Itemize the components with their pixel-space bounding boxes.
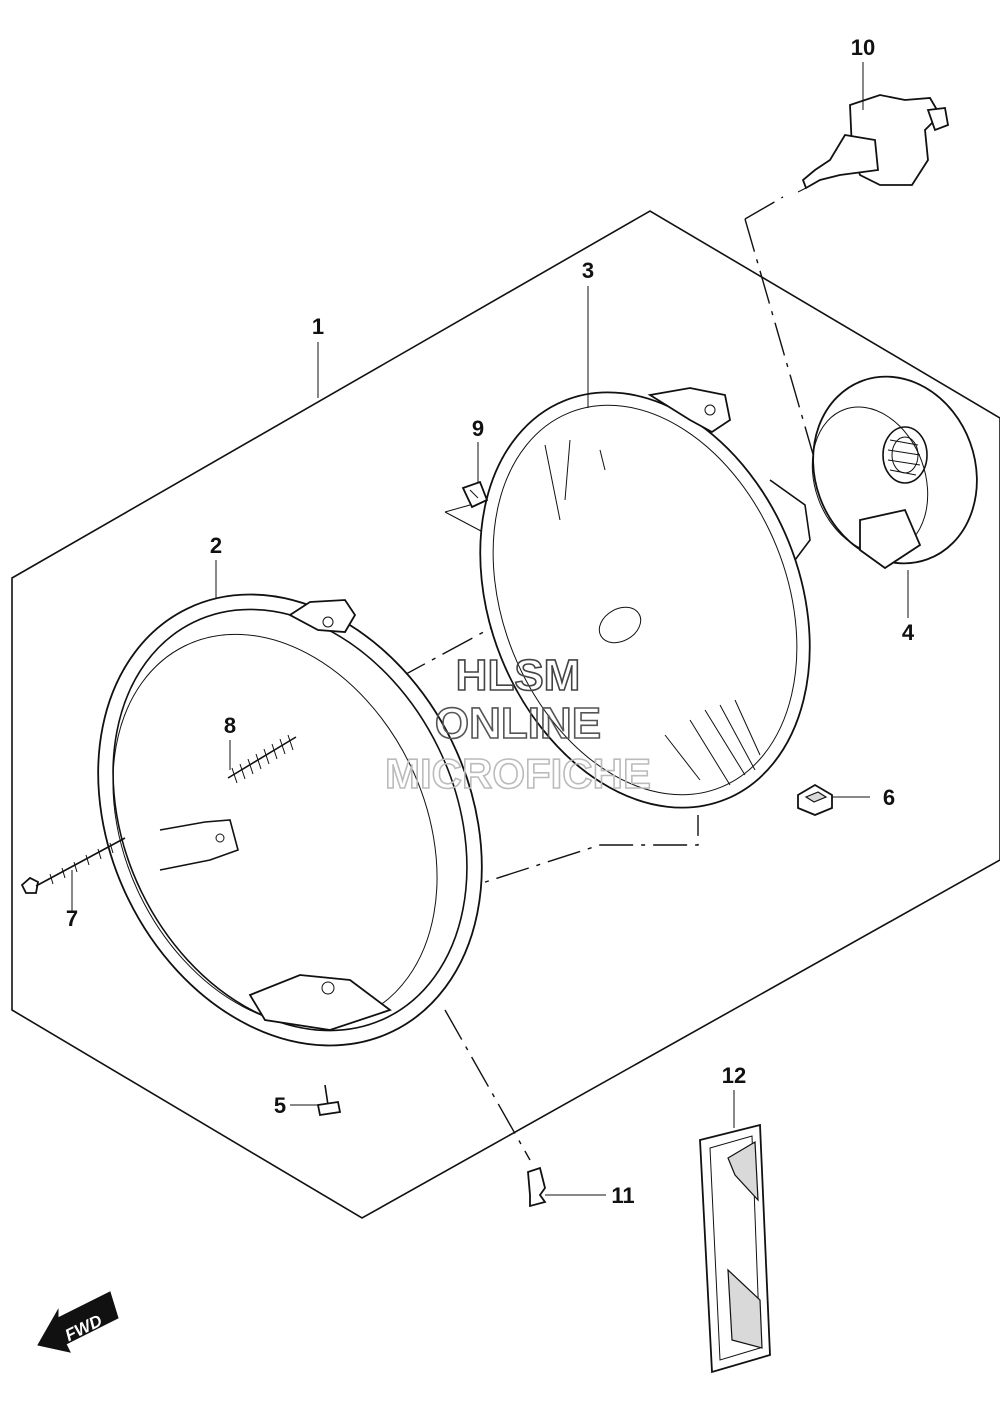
leader-lines [71,62,909,1196]
screw-part-11 [527,1166,547,1208]
callout-9: 9 [472,416,484,441]
clip-part-9 [461,480,489,509]
callout-labels: 1 2 3 4 5 6 7 8 9 10 11 12 [66,35,915,1208]
callout-10: 10 [851,35,875,60]
callout-2: 2 [210,533,222,558]
callout-1: 1 [312,314,324,339]
assembly-outline [11,210,1000,1219]
fwd-arrow-icon: FWD [37,1291,119,1353]
bulb-part-10 [797,94,950,193]
nut-part-6 [797,783,833,816]
lens-unit-part-3 [479,387,811,809]
screw-part-5 [316,1084,342,1117]
callout-8: 8 [224,713,236,738]
callout-3: 3 [582,258,594,283]
callout-4: 4 [902,620,915,645]
watermark-line-1: HLSM [456,651,581,700]
screw-part-7 [20,837,126,894]
callout-7: 7 [66,906,78,931]
headlight-rim-part-2 [97,593,483,1047]
callout-5: 5 [274,1093,286,1118]
callout-11: 11 [611,1183,634,1208]
callout-6: 6 [883,785,895,810]
socket-cover-part-4 [811,375,978,570]
spring-part-8 [227,734,297,784]
watermark-line-3: MICROFICHE [385,750,651,797]
watermark: HLSM ONLINE MICROFICHE [384,650,652,798]
callout-12: 12 [722,1063,746,1088]
watermark-line-2: ONLINE [435,699,601,748]
reflector-part-12 [699,1123,771,1374]
